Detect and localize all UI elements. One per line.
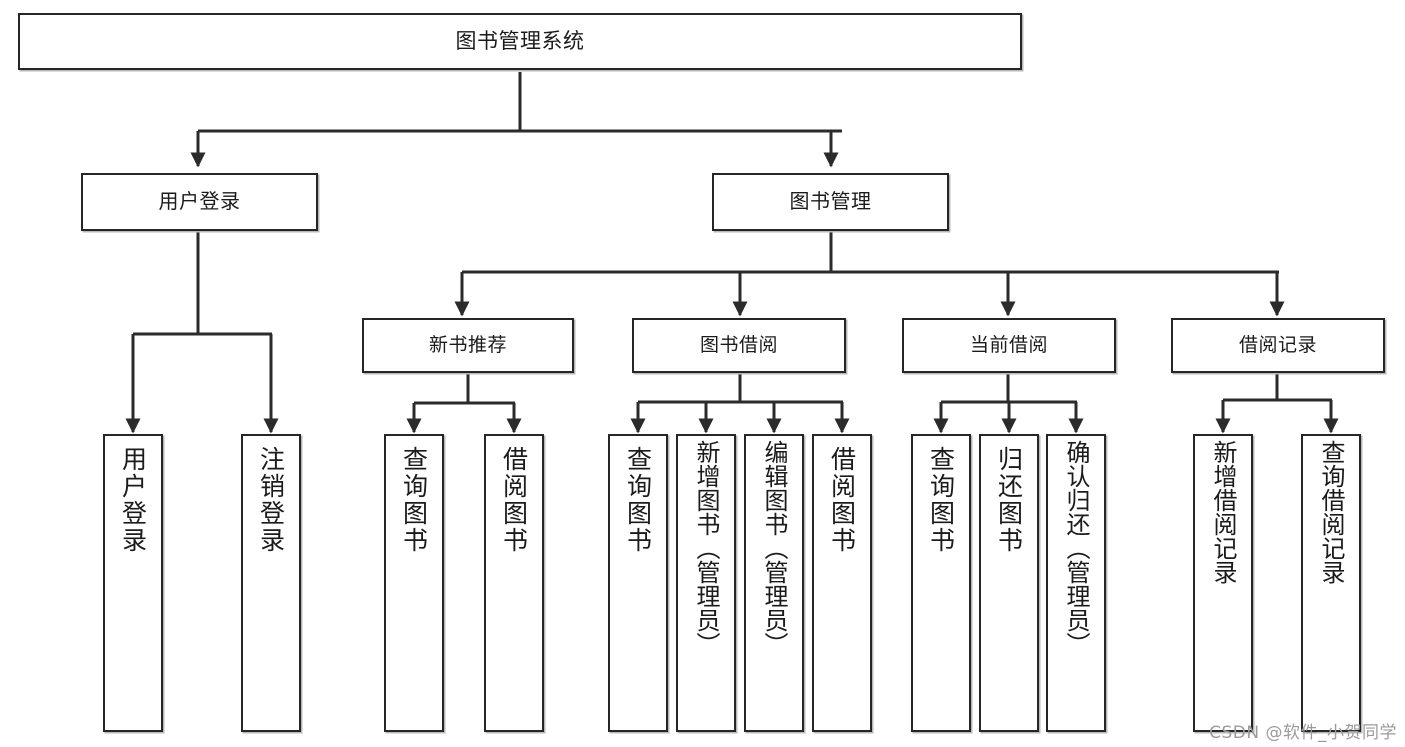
node-leaf-logout[interactable]: 注销登录 xyxy=(241,434,301,732)
node-borrow-records[interactable]: 借阅记录 xyxy=(1171,318,1385,373)
node-leaf-borrow-books-recommend-label: 借阅图书 xyxy=(499,446,529,554)
node-leaf-search-borrow-record[interactable]: 查询借阅记录 xyxy=(1301,434,1361,732)
node-book-borrow[interactable]: 图书借阅 xyxy=(632,318,846,373)
node-new-book-recommend-label: 新书推荐 xyxy=(428,334,507,357)
node-leaf-user-login-label: 用户登录 xyxy=(118,446,148,554)
node-leaf-search-borrow-record-label: 查询借阅记录 xyxy=(1317,440,1345,584)
node-leaf-borrow-books-borrow[interactable]: 借阅图书 xyxy=(812,434,872,732)
node-leaf-borrow-books-recommend[interactable]: 借阅图书 xyxy=(484,434,544,732)
node-leaf-search-books-current-label: 查询图书 xyxy=(926,446,956,554)
node-leaf-return-books[interactable]: 归还图书 xyxy=(979,434,1039,732)
node-leaf-search-books-recommend[interactable]: 查询图书 xyxy=(384,434,444,732)
node-user-login-label: 用户登录 xyxy=(158,189,241,214)
node-leaf-search-books-recommend-label: 查询图书 xyxy=(399,446,429,554)
node-leaf-confirm-return-admin-label: 确认归还（管理员） xyxy=(1062,440,1090,656)
node-new-book-recommend[interactable]: 新书推荐 xyxy=(362,318,574,373)
node-root-system-label: 图书管理系统 xyxy=(455,29,585,54)
node-leaf-borrow-books-borrow-label: 借阅图书 xyxy=(827,446,857,554)
node-leaf-add-book-admin[interactable]: 新增图书（管理员） xyxy=(676,434,736,732)
node-root-system[interactable]: 图书管理系统 xyxy=(18,13,1022,70)
node-leaf-return-books-label: 归还图书 xyxy=(994,446,1024,554)
node-leaf-search-books-borrow-label: 查询图书 xyxy=(623,446,653,554)
node-book-management-label: 图书管理 xyxy=(789,189,872,214)
node-book-borrow-label: 图书借阅 xyxy=(699,334,778,357)
node-borrow-records-label: 借阅记录 xyxy=(1238,334,1317,357)
node-leaf-edit-book-admin[interactable]: 编辑图书（管理员） xyxy=(744,434,804,732)
node-current-borrow[interactable]: 当前借阅 xyxy=(902,318,1116,373)
node-leaf-add-borrow-record-label: 新增借阅记录 xyxy=(1209,440,1237,584)
node-leaf-edit-book-admin-label: 编辑图书（管理员） xyxy=(760,440,788,656)
node-leaf-confirm-return-admin[interactable]: 确认归还（管理员） xyxy=(1046,434,1106,732)
node-current-borrow-label: 当前借阅 xyxy=(969,334,1048,357)
node-user-login[interactable]: 用户登录 xyxy=(81,173,318,231)
node-leaf-search-books-current[interactable]: 查询图书 xyxy=(911,434,971,732)
csdn-watermark: CSDN @软件_小贺同学 xyxy=(1209,723,1397,743)
node-leaf-add-book-admin-label: 新增图书（管理员） xyxy=(692,440,720,656)
node-book-management[interactable]: 图书管理 xyxy=(712,173,949,231)
node-leaf-user-login[interactable]: 用户登录 xyxy=(103,434,163,732)
node-leaf-search-books-borrow[interactable]: 查询图书 xyxy=(608,434,668,732)
node-leaf-logout-label: 注销登录 xyxy=(256,446,286,554)
node-leaf-add-borrow-record[interactable]: 新增借阅记录 xyxy=(1193,434,1253,732)
